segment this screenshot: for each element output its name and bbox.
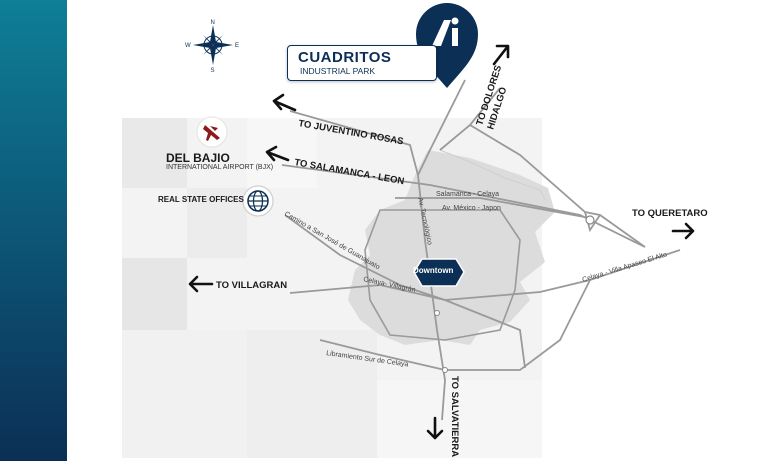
road-label-salamanca-celaya: Salamanca - Celaya (436, 191, 499, 198)
direction-label-villagran: TO VILLAGRAN (216, 280, 287, 291)
roads (281, 79, 681, 421)
arrow-icon (188, 275, 214, 293)
downtown-marker (413, 258, 465, 287)
arrow-icon (492, 44, 510, 66)
road-node (585, 215, 595, 225)
arrow-icon (265, 145, 290, 162)
airport-name: DEL BAJIO (166, 151, 230, 165)
airplane-icon (196, 116, 228, 148)
road-node (442, 367, 448, 373)
road-label-celaya-apaseo: Celaya - Villa Apaseo El Alto (582, 251, 668, 284)
downtown-label: Downtown (413, 266, 454, 275)
svg-text:W: W (185, 43, 191, 49)
park-title-card: CUADRITOS INDUSTRIAL PARK (287, 45, 437, 81)
svg-text:S: S (211, 68, 215, 74)
globe-icon (242, 185, 274, 217)
arrow-icon (426, 416, 444, 440)
park-subtitle: INDUSTRIAL PARK (300, 66, 376, 76)
arrow-icon (272, 93, 297, 112)
road-label-av-mexico: Av. México - Japon (442, 205, 501, 212)
airport-subtitle: INTERNATIONAL AIRPORT (BJX) (166, 164, 274, 171)
compass-rose-icon: N S W E (185, 20, 239, 74)
offices-label: REAL STATE OFFICES (158, 195, 244, 204)
direction-label-queretaro: TO QUERETARO (632, 208, 708, 219)
direction-label-salvatierra: TO SALVATIERRA (449, 376, 460, 457)
arrow-icon (671, 222, 695, 240)
park-name: CUADRITOS (298, 49, 392, 66)
svg-text:E: E (235, 43, 239, 49)
left-gradient-bar (0, 0, 67, 461)
svg-text:N: N (211, 20, 215, 26)
road-node (434, 310, 440, 316)
